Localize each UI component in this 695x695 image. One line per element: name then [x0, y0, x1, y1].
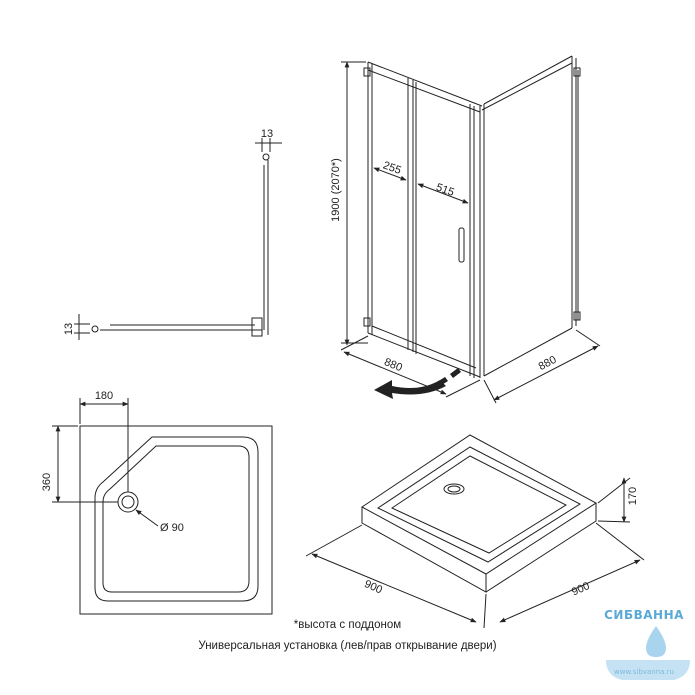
tray-iso-dim-170-ext-top [597, 477, 631, 504]
enclosure-door-handle [458, 227, 465, 263]
tray-iso-basin-rim [376, 446, 582, 563]
enclosure-side-a-label: 880 [382, 356, 404, 374]
enclosure-dim-255-line [373, 167, 407, 181]
tray-plan-drain-inner [121, 495, 135, 509]
tray-iso-ext-left [305, 524, 363, 557]
enclosure-top-rail-b [367, 69, 481, 113]
enclosure-bottom-rail-b [371, 325, 477, 369]
enclosure-door-left-label: 255 [381, 159, 402, 177]
installation-caption: Универсальная установка (лев/прав открыв… [198, 640, 497, 652]
tray-iso-side-a-label: 900 [362, 578, 384, 596]
profile-corner-block [251, 317, 263, 337]
note-caption: *высота с поддоном [293, 619, 402, 631]
door-swing-arrow-dash-1 [450, 368, 461, 378]
brand-graphic [606, 626, 690, 680]
tray-iso-dim-900-right-line [499, 559, 641, 623]
enclosure-ext-middle [445, 379, 481, 398]
enclosure-top-rail-a [367, 61, 483, 107]
profile-left-connector [91, 325, 99, 333]
brand-url: www.sibvanna.ru [614, 668, 674, 676]
profile-dim-left: 13 [63, 323, 75, 335]
enclosure-door-right-label: 515 [434, 181, 455, 199]
enclosure-bracket-bottom-left [363, 317, 371, 327]
enclosure-side-b-label: 880 [537, 354, 559, 373]
enclosure-ext-right [575, 329, 601, 347]
tray-iso-right-face [485, 503, 597, 593]
enclosure-dim-515-line [417, 183, 469, 204]
door-swing-arrow [374, 368, 461, 399]
tray-iso [305, 434, 645, 629]
enclosure-side-bottom [483, 327, 573, 377]
tray-iso-height-label: 170 [627, 487, 639, 505]
tray-iso-ext-right [595, 522, 645, 561]
tray-iso-drain-outer [443, 483, 465, 495]
tray-plan-outer [79, 425, 273, 615]
tray-iso-ext-middle [483, 593, 487, 629]
water-drop-icon [646, 626, 666, 657]
bathtub-icon [606, 660, 690, 680]
tray-plan-basin-inner [102, 445, 250, 593]
enclosure-dim-880-right-line [493, 345, 599, 401]
brand-name: СИБВАННА [604, 608, 684, 622]
enclosure-ext-middle-2 [483, 379, 497, 404]
enclosure-bracket-top-left [363, 67, 371, 77]
enclosure-bracket-top-right [573, 67, 581, 77]
enclosure-side-top-a [483, 55, 573, 105]
tray-plan-offset-x-label: 180 [95, 390, 113, 402]
tray-iso-dim-900-left-line [311, 553, 477, 623]
tray-iso-basin-inner [390, 455, 568, 554]
brand-logo: СИБВАННА www.sibvanna.ru [594, 608, 694, 688]
tray-plan-basin-outer [94, 436, 259, 602]
tray-iso-drain-inner [447, 485, 461, 493]
tray-plan-drain-leader [135, 509, 159, 527]
enclosure-side-top-b [481, 62, 573, 111]
tray-plan-drain-outer [117, 491, 139, 513]
door-swing-arrow-dash-2 [437, 377, 448, 386]
enclosure-ext-left [340, 335, 369, 351]
enclosure-bracket-bottom-right [573, 311, 581, 321]
tray-plan-drain-label: Ø 90 [160, 522, 184, 534]
tray-plan [52, 398, 273, 615]
profile-dim-top: 13 [261, 128, 273, 140]
enclosure-height-label: 1900 (2070*) [330, 158, 342, 222]
tray-plan-offset-y-label: 360 [41, 473, 53, 491]
enclosure-bottom-rail-a [367, 332, 481, 378]
enclosure [340, 55, 601, 404]
door-swing-arrow-body [374, 380, 446, 399]
tray-iso-dim-170-ext-bottom [597, 520, 631, 523]
tray-iso-left-face [361, 507, 487, 593]
profile-top-connector [262, 153, 270, 161]
profile-section [74, 138, 282, 340]
